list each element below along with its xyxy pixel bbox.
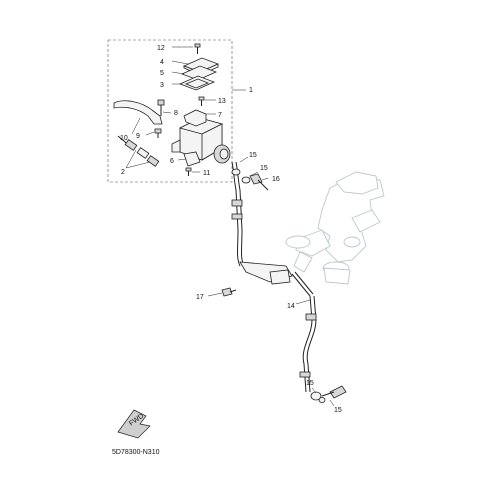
callout-17: 17 [196,294,204,301]
nut-9 [154,128,162,138]
callout-11: 11 [203,170,210,177]
holder-6 [183,151,201,167]
lower-hose-fitting [310,385,347,403]
callout-5: 5 [160,70,164,77]
callout-3: 3 [160,82,164,89]
piston-kit-2 [117,135,160,167]
callout-14: 14 [287,303,295,310]
gasket-15-mid [241,176,251,184]
callout-15-c: 15 [306,380,314,387]
callout-13: 13 [218,98,226,105]
screw-13 [198,96,205,106]
screw-12 [194,43,201,54]
callout-7: 7 [218,112,222,119]
upper-brake-hose [231,161,245,267]
bracket-7 [183,109,207,127]
gasket-15-upper [231,168,241,176]
bolt-17 [221,287,237,297]
frame-steering-head [285,171,385,285]
callout-4: 4 [160,59,164,66]
assembly-group-box [107,39,233,183]
union-bolt-16 [249,173,269,191]
screw-11 [185,167,192,176]
callout-9: 9 [136,133,140,140]
fwd-arrow-icon: FWD [117,409,151,439]
callout-12: 12 [157,45,165,52]
master-cylinder-body [171,117,231,164]
hose-joint-bracket [239,261,314,297]
callout-2: 2 [121,169,125,176]
brake-lever-10 [113,100,163,125]
bolt-8 [157,99,165,116]
callout-15-a: 15 [249,152,257,159]
callout-10: 10 [120,135,128,142]
callout-6: 6 [170,158,174,165]
callout-8: 8 [174,110,178,117]
diagram-part-code: 5D78300-N310 [112,449,160,456]
callout-1: 1 [249,87,253,94]
callout-15-b: 15 [260,165,268,172]
lower-brake-hose-14 [299,295,317,393]
callout-16: 16 [272,176,280,183]
callout-15-d: 15 [334,407,342,414]
